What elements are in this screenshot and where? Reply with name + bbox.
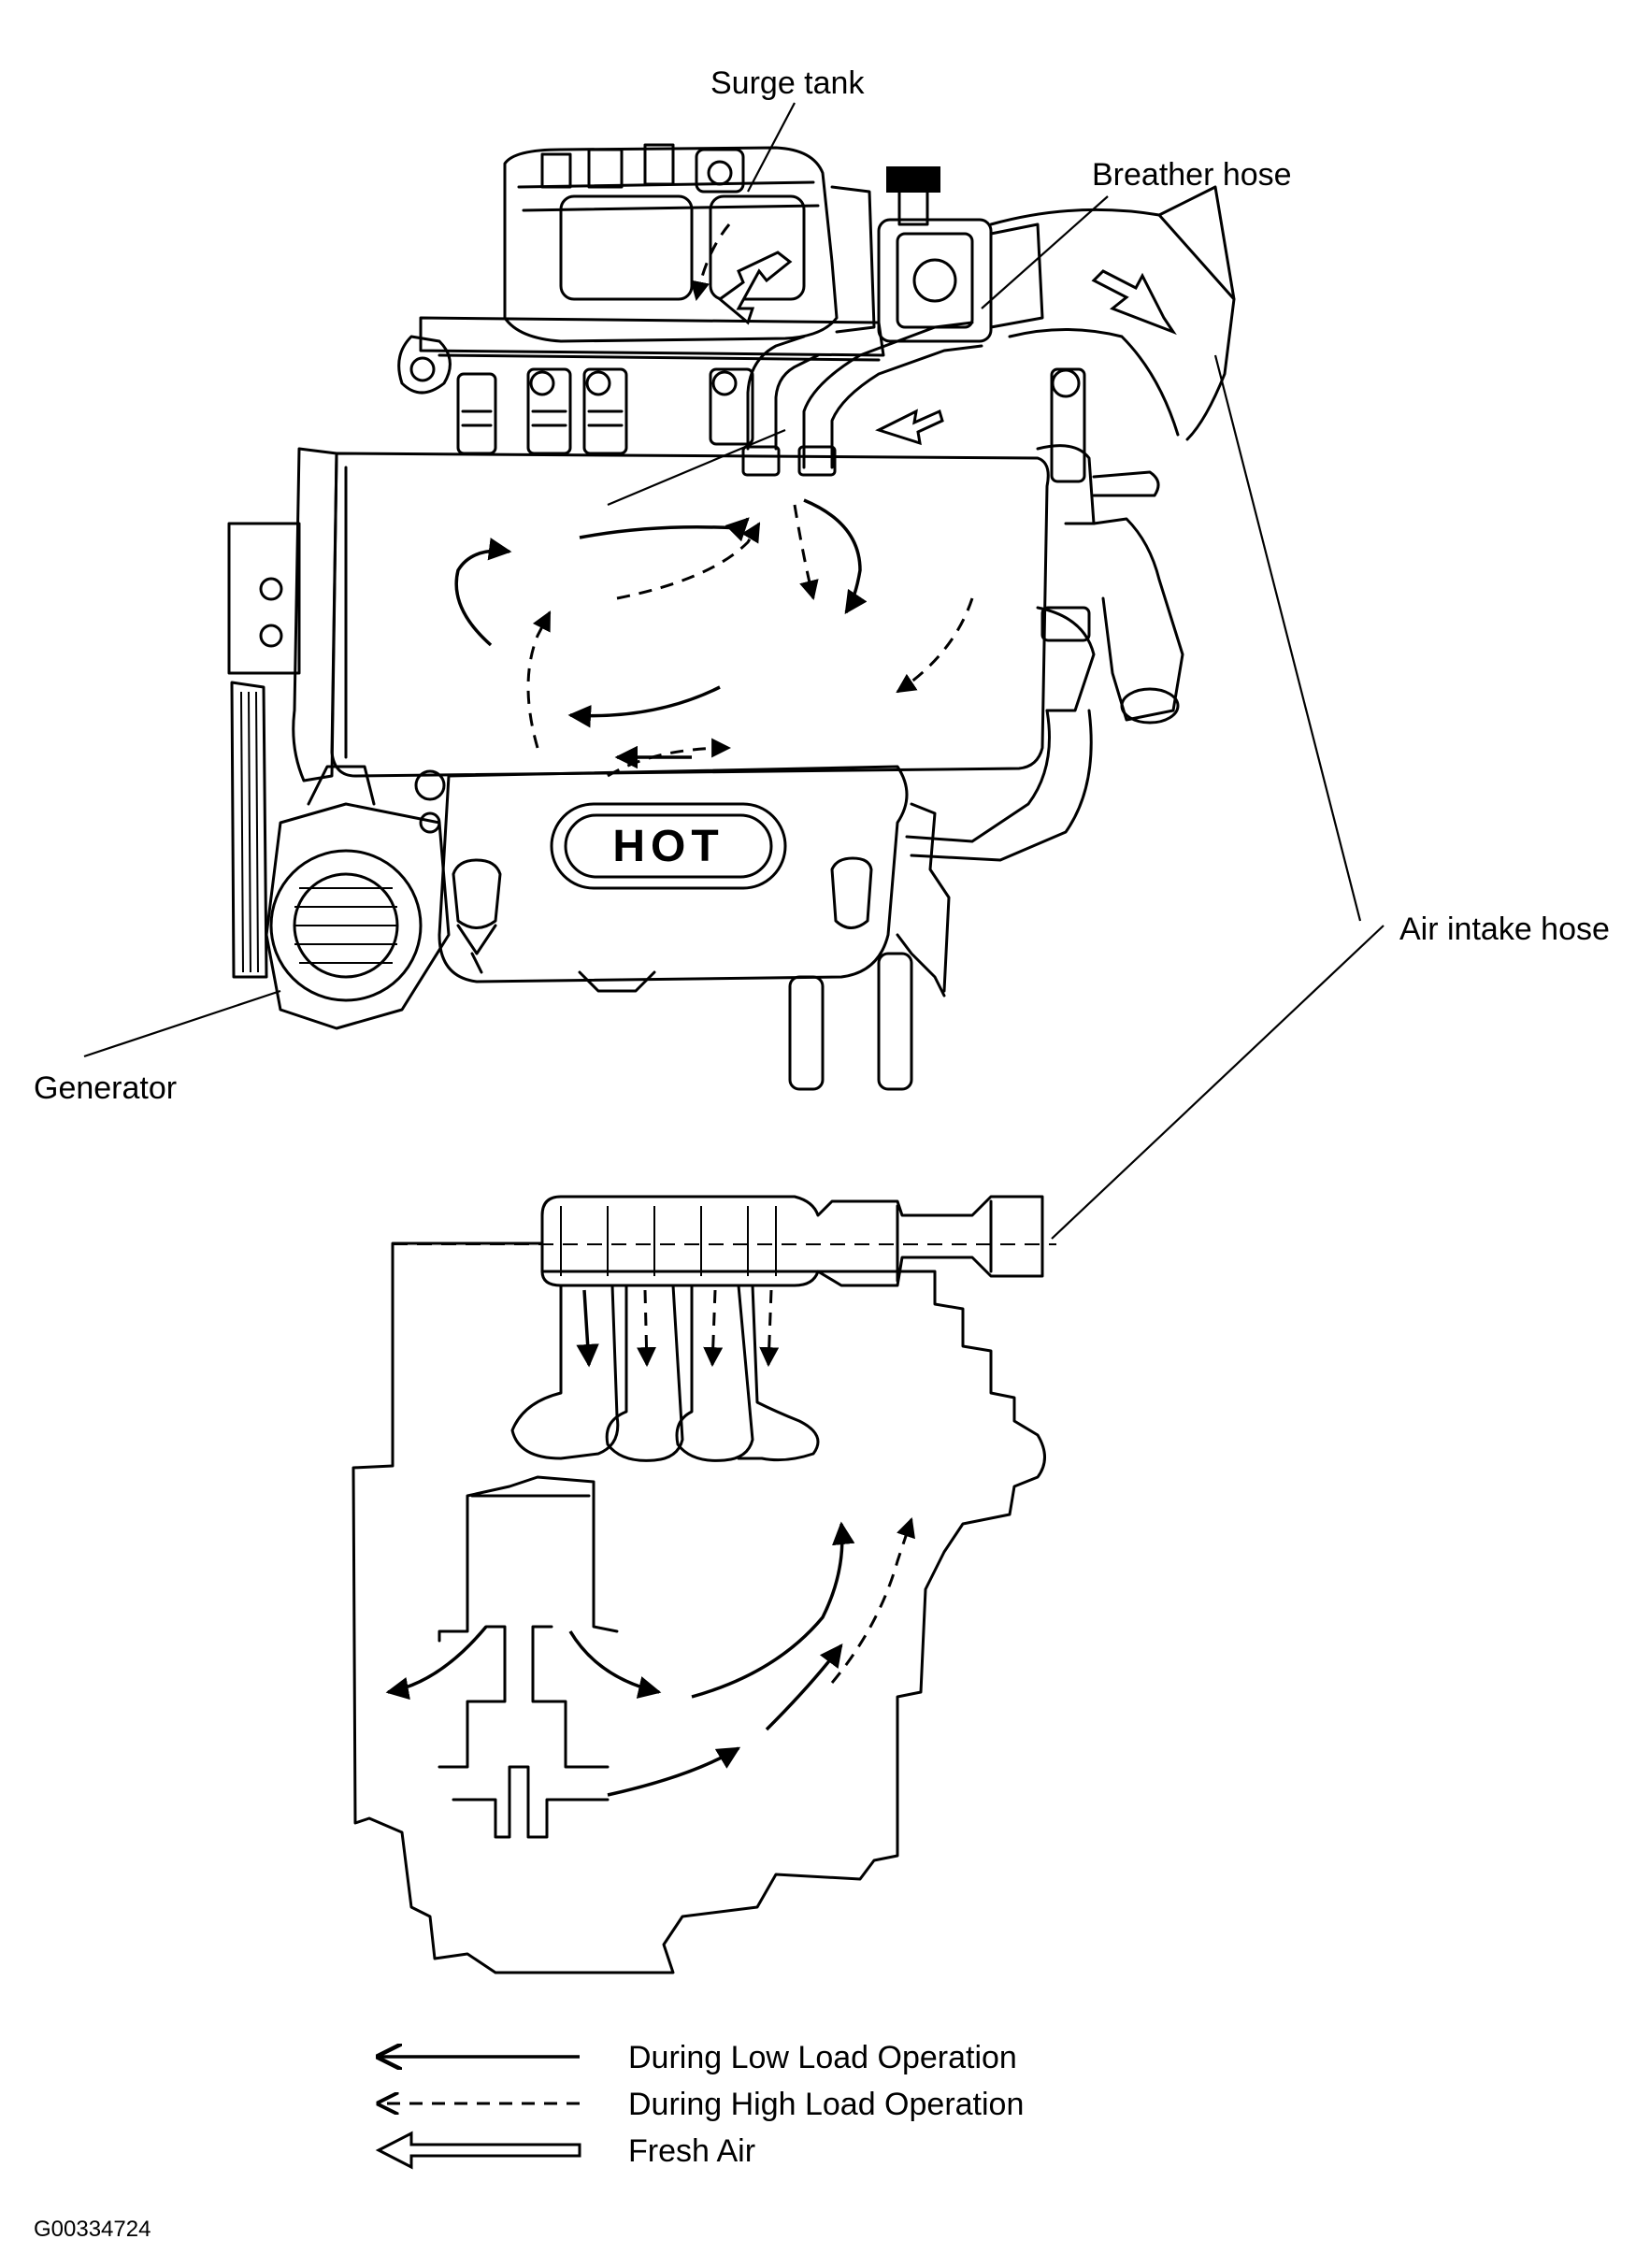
low-load-flow-arrow bbox=[691, 1521, 855, 1699]
figure-id: G00334724 bbox=[34, 2217, 151, 2242]
high-load-flow-arrow bbox=[759, 1289, 780, 1368]
high-load-flow-arrow bbox=[637, 1289, 657, 1368]
engine-illustration: HOT bbox=[227, 143, 1236, 1091]
legend-item-low-load: During Low Load Operation bbox=[379, 2040, 1017, 2075]
surge-tank-label: Surge tank bbox=[710, 65, 865, 101]
low-load-flow-arrow bbox=[803, 498, 868, 615]
spark-plug-wells bbox=[456, 367, 754, 455]
high-load-flow-arrow bbox=[793, 504, 819, 601]
high-load-flow-arrow bbox=[830, 1517, 915, 1684]
legend-hollow-arrow bbox=[375, 2131, 581, 2170]
valve-cover bbox=[330, 452, 1050, 778]
high-load-flow-arrow bbox=[607, 738, 732, 778]
generator-leader bbox=[83, 989, 281, 1058]
throttle-body bbox=[877, 166, 1044, 343]
hot-badge: HOT bbox=[612, 822, 724, 871]
breather-hose-leader-2 bbox=[607, 428, 786, 507]
low-load-flow-arrow bbox=[568, 1630, 662, 1699]
legend-label: Fresh Air bbox=[628, 2133, 755, 2169]
leader-lines bbox=[83, 102, 1385, 1240]
low-load-flow-arrow bbox=[385, 1625, 488, 1701]
surge-tank-leader bbox=[747, 102, 796, 193]
air-intake-hose-leader bbox=[1213, 354, 1362, 922]
engine-cross-section bbox=[352, 1195, 1056, 1974]
low-load-flow-arrow bbox=[567, 685, 721, 728]
piston-assembly bbox=[438, 1475, 619, 1839]
low-load-flow-arrow bbox=[576, 1289, 599, 1368]
fresh-air-arrow bbox=[717, 251, 793, 325]
high-load-flow-arrow bbox=[690, 223, 731, 302]
high-load-flow-arrow bbox=[526, 610, 552, 749]
low-load-flow-arrow bbox=[454, 538, 512, 647]
legend: During Low Load Operation During High Lo… bbox=[375, 2040, 1024, 2170]
runner-flow bbox=[576, 1289, 780, 1368]
air-intake-hose-leader-2 bbox=[1051, 925, 1385, 1240]
air-intake-hose-upper bbox=[989, 185, 1236, 441]
surge-tank bbox=[397, 143, 885, 395]
legend-label: During High Load Operation bbox=[628, 2087, 1024, 2122]
low-load-flow-arrow bbox=[579, 517, 750, 542]
low-load-flow-arrow bbox=[607, 1746, 741, 1797]
high-load-flow-arrow bbox=[703, 1289, 724, 1368]
air-intake-hose-label: Air intake hose bbox=[1399, 912, 1610, 947]
breather-hose bbox=[741, 321, 983, 477]
timing-cover bbox=[227, 447, 338, 979]
valve-cover-flow bbox=[454, 498, 974, 778]
water-outlet bbox=[905, 367, 1184, 993]
low-load-flow-arrow bbox=[765, 1644, 843, 1731]
cylinder-block: HOT bbox=[438, 765, 946, 1091]
crankcase-flow bbox=[385, 1517, 915, 1797]
block-outline bbox=[352, 1242, 1046, 1974]
breather-hose-label: Breather hose bbox=[1092, 157, 1292, 193]
intake-plenum bbox=[393, 1195, 1056, 1287]
intake-runners bbox=[510, 1284, 820, 1462]
legend-label: During Low Load Operation bbox=[628, 2040, 1017, 2075]
breather-hose-leader bbox=[981, 195, 1109, 309]
high-load-flow-arrow bbox=[896, 597, 974, 694]
surge-tank-flow bbox=[690, 223, 793, 325]
generator bbox=[265, 765, 451, 1030]
generator-label: Generator bbox=[34, 1070, 177, 1106]
legend-item-fresh-air: Fresh Air bbox=[375, 2131, 755, 2170]
high-load-flow-arrow bbox=[616, 522, 761, 600]
legend-item-high-load: During High Load Operation bbox=[379, 2087, 1024, 2122]
